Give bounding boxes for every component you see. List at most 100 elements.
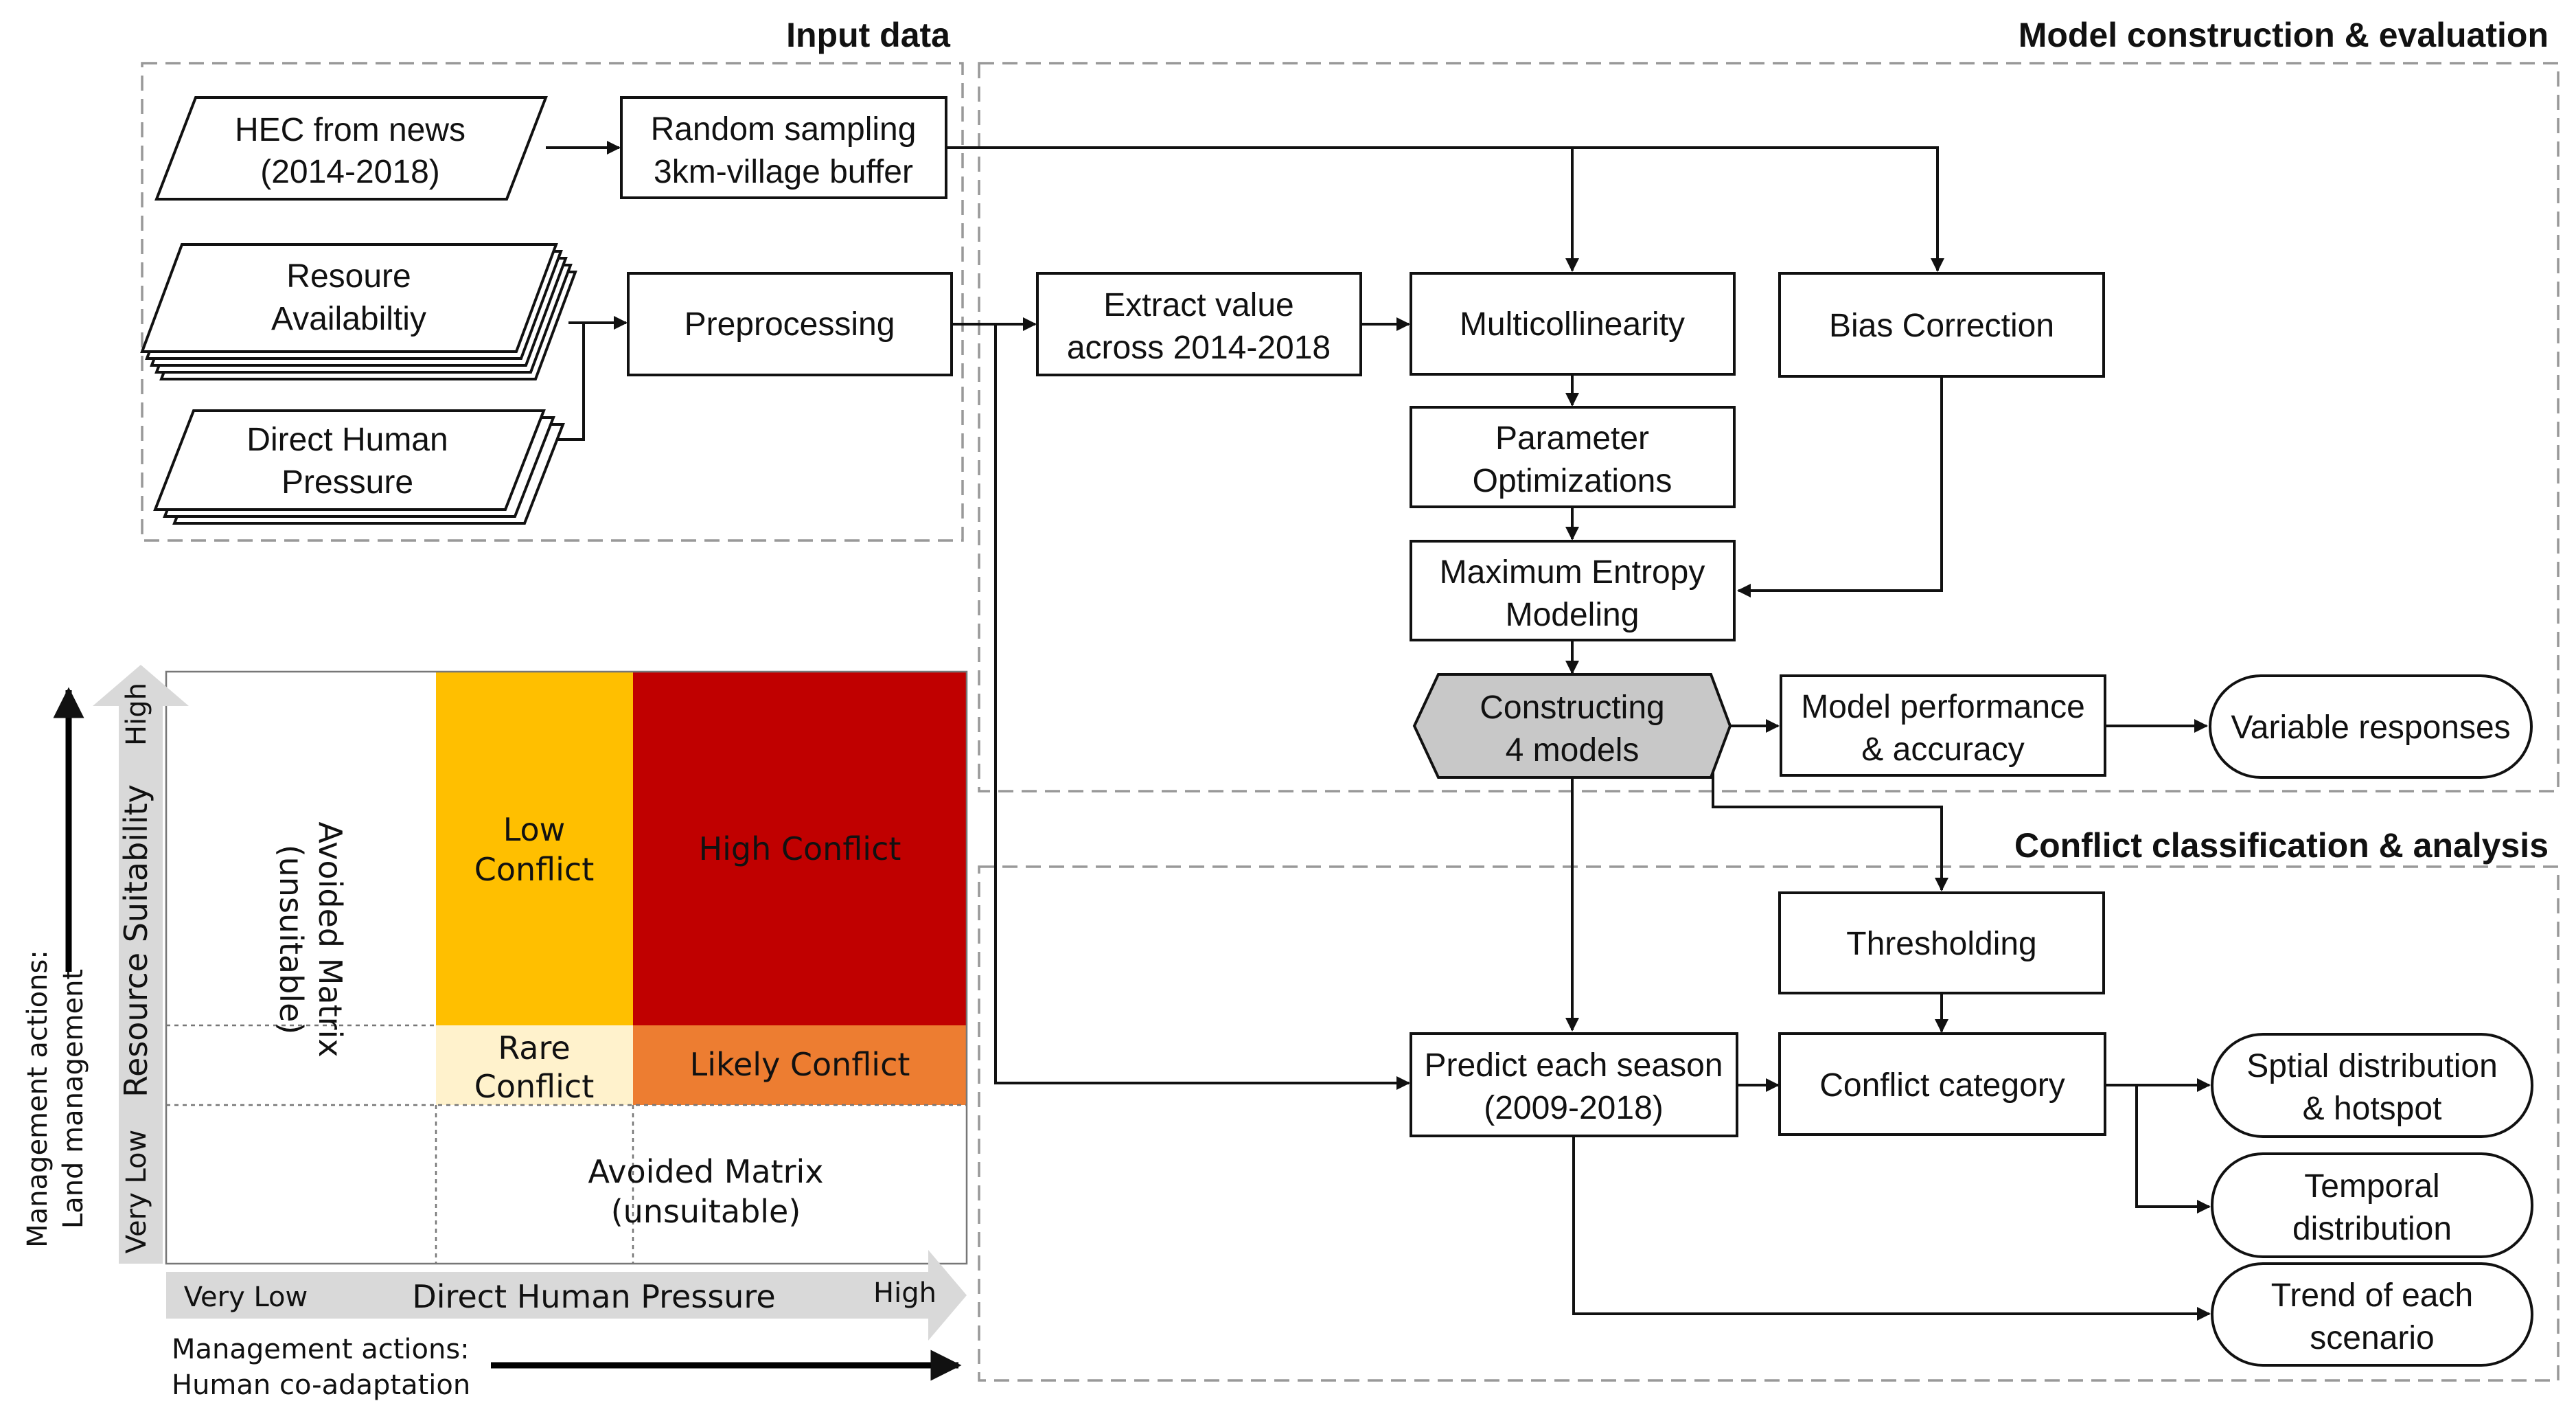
bottom-action-line-2: Human co-adaptation [172, 1369, 470, 1401]
spatial-terminal [2211, 1033, 2533, 1138]
node-spatial: Sptial distribution & hotspot [2211, 1033, 2533, 1138]
thresholding-label: Thresholding [1846, 926, 2037, 962]
node-pressure-stack: Direct Human Pressure [153, 409, 565, 525]
node-responses: Variable responses [2209, 674, 2533, 779]
parameter-line-2: Optimizations [1473, 463, 1672, 499]
arrow-category-to-temporal [2135, 1085, 2211, 1214]
responses-label: Variable responses [2231, 709, 2510, 746]
section-title-model: Model construction & evaluation [2019, 16, 2549, 54]
multicollinearity-box [1410, 272, 1736, 376]
node-performance: Model performance & accuracy [1780, 674, 2106, 777]
y-axis-label: Resource Suitability [117, 784, 154, 1097]
x-axis-label: Direct Human Pressure [412, 1278, 775, 1315]
extract-line-2: across 2014-2018 [1067, 330, 1331, 366]
preprocessing-label: Preprocessing [685, 306, 895, 343]
constructing-hexagon [1412, 673, 1732, 779]
conflict-matrix: High Resource Suitability Very Low Very … [22, 665, 968, 1401]
node-trend: Trend of each scenario [2211, 1262, 2533, 1367]
avoided-vertical-line-2: (unsuitable) [273, 845, 310, 1035]
category-box [1778, 1032, 2106, 1136]
temporal-line-1: Temporal [2304, 1168, 2439, 1205]
left-action-line-1: Management actions: [22, 950, 54, 1248]
node-preprocessing: Preprocessing [627, 272, 953, 376]
likely-conflict-cell [633, 1025, 967, 1105]
low-conflict-line-2: Conflict [474, 851, 595, 888]
node-resource-stack: Resoure Availabiltiy [140, 243, 577, 380]
trend-line-1: Trend of each [2271, 1277, 2473, 1314]
trend-terminal [2211, 1262, 2533, 1367]
resource-stack-layer-1 [140, 243, 558, 353]
sampling-box [620, 96, 947, 199]
parameter-box [1410, 406, 1736, 508]
hec-line-2: (2014-2018) [260, 154, 440, 190]
spatial-line-2: & hotspot [2303, 1091, 2442, 1127]
resource-line-2: Availabiltiy [271, 301, 426, 337]
arrow-predict-to-trend [1572, 1136, 2211, 1321]
category-label: Conflict category [1819, 1067, 2065, 1104]
node-sampling: Random sampling 3km-village buffer [620, 96, 947, 199]
avoided-vertical-line-1: Avoided Matrix [312, 821, 349, 1057]
node-multicollinearity: Multicollinearity [1410, 272, 1736, 376]
connectors [546, 141, 2211, 1321]
extract-line-1: Extract value [1103, 287, 1293, 323]
conflict-classification-frame [978, 865, 2560, 1382]
line-pressure-to-preprocessing [553, 323, 585, 441]
resource-line-1: Resoure [286, 258, 411, 295]
x-low-label: Very Low [184, 1282, 308, 1313]
parameter-line-1: Parameter [1495, 420, 1649, 457]
arrow-bias-to-maxent [1737, 376, 1943, 597]
x-axis-band-arrow [166, 1250, 967, 1341]
hec-parallelogram [154, 96, 548, 201]
performance-box [1780, 674, 2106, 777]
model-construction-frame [978, 62, 2560, 793]
pressure-line-1: Direct Human [246, 422, 448, 458]
bias-box [1778, 272, 2105, 378]
constructing-line-2: 4 models [1506, 732, 1640, 768]
multicollinearity-label: Multicollinearity [1460, 306, 1685, 343]
spatial-line-1: Sptial distribution [2246, 1048, 2498, 1084]
y-low-label: Very Low [121, 1130, 152, 1253]
section-title-input: Input data [786, 16, 951, 54]
thresholding-box [1778, 891, 2105, 994]
extract-box [1036, 272, 1362, 376]
responses-terminal [2209, 674, 2533, 779]
y-high-label: High [121, 683, 152, 746]
trend-line-2: scenario [2310, 1320, 2434, 1356]
hec-line-1: HEC from news [235, 112, 465, 148]
node-extract: Extract value across 2014-2018 [1036, 272, 1362, 376]
pressure-line-2: Pressure [281, 464, 413, 501]
sampling-line-2: 3km-village buffer [654, 154, 913, 190]
preprocessing-box [627, 272, 953, 376]
sampling-line-1: Random sampling [651, 111, 917, 148]
arrow-sampling-to-bias [946, 146, 1944, 272]
arrow-constructing-to-thresholding [1712, 752, 1948, 891]
predict-box [1410, 1032, 1738, 1137]
predict-line-1: Predict each season [1425, 1047, 1723, 1084]
x-high-label: High [873, 1277, 936, 1309]
low-conflict-line-1: Low [503, 811, 566, 848]
likely-conflict-label: Likely Conflict [690, 1046, 910, 1083]
predict-line-2: (2009-2018) [1484, 1090, 1664, 1126]
input-data-frame [141, 62, 964, 542]
node-category: Conflict category [1778, 1032, 2106, 1136]
node-constructing: Constructing 4 models [1412, 673, 1732, 779]
temporal-terminal [2211, 1152, 2533, 1258]
rare-conflict-line-2: Conflict [474, 1068, 595, 1105]
avoided-bottom-line-2: (unsuitable) [611, 1193, 801, 1230]
temporal-line-2: distribution [2292, 1211, 2452, 1247]
pressure-stack-layer-1 [153, 409, 546, 511]
matrix-border [165, 670, 968, 1265]
bias-label: Bias Correction [1829, 308, 2054, 344]
arrow-preprocessing-to-predict [994, 324, 1410, 1090]
node-maxent: Maximum Entropy Modeling [1410, 540, 1736, 641]
node-parameter: Parameter Optimizations [1410, 406, 1736, 508]
bottom-action-line-1: Management actions: [172, 1334, 470, 1365]
rare-conflict-line-1: Rare [498, 1029, 570, 1067]
node-thresholding: Thresholding [1778, 891, 2105, 994]
maxent-box [1410, 540, 1736, 641]
node-temporal: Temporal distribution [2211, 1152, 2533, 1258]
high-conflict-cell [633, 672, 967, 1025]
high-conflict-label: High Conflict [699, 830, 901, 867]
